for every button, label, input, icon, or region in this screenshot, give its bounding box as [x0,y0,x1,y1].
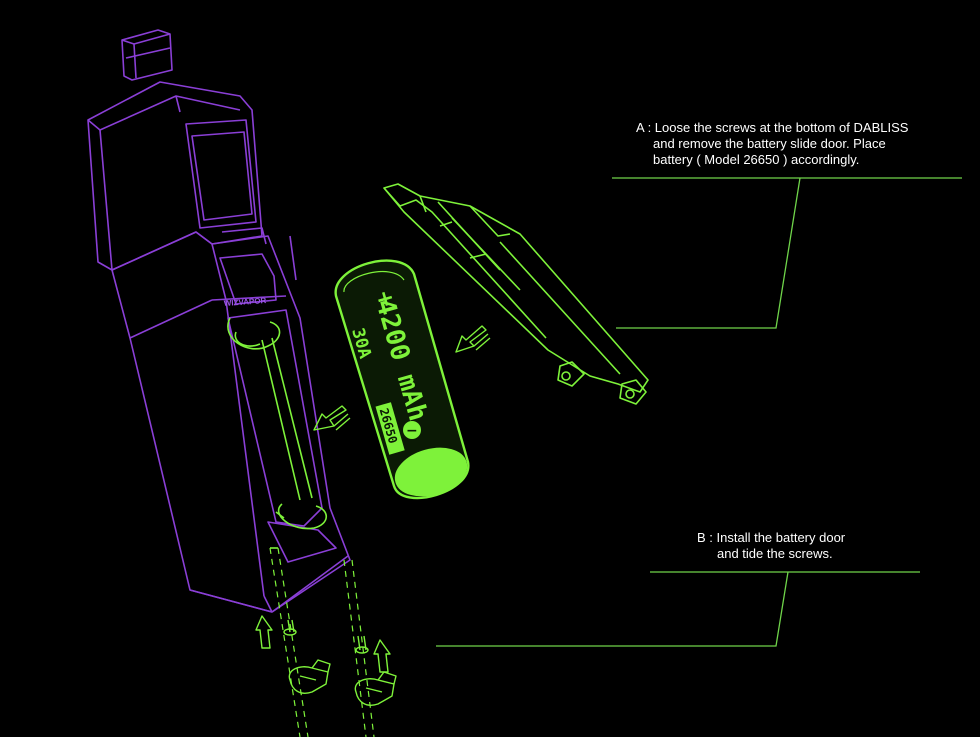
leader-line-b [436,571,920,647]
atomizer-top [121,29,173,81]
battery-slide-door [383,183,649,405]
hand-icon [288,659,397,706]
mod-body [87,29,351,613]
door-tab-left [557,361,585,387]
callout-step-b: B : Install the battery door and tide th… [697,530,845,562]
screw-guide-lines [269,547,375,737]
battery-minus-badge [403,421,421,439]
battery-minus-symbol: − [406,423,418,439]
screw-icon [283,619,369,654]
battery-model-badge [375,402,405,455]
step-a-line-3: battery ( Model 26650 ) accordingly. [653,152,860,167]
door-tab-right [619,379,647,405]
battery-negative-end [394,447,468,497]
door-tab-hole-left [561,371,571,381]
arrow-icon [255,615,391,673]
step-b-line-1: B : Install the battery door [697,530,846,545]
step-a-line-2: and remove the battery slide door. Place [653,136,886,151]
display-window [185,119,257,229]
mod-brand-label: WIZVAPOR [224,296,267,308]
leader-line-a [612,177,962,329]
mod-contacts [227,317,328,549]
step-b-line-2: and tide the screws. [717,546,833,561]
door-tab-hole-right [625,389,635,399]
arrow-icon [313,325,491,431]
callout-step-a: A : Loose the screws at the bottom of DA… [636,120,908,168]
step-a-line-1: A : Loose the screws at the bottom of DA… [636,120,909,135]
battery-26650: + 4200 mAh 30A 26650 − [334,259,470,500]
